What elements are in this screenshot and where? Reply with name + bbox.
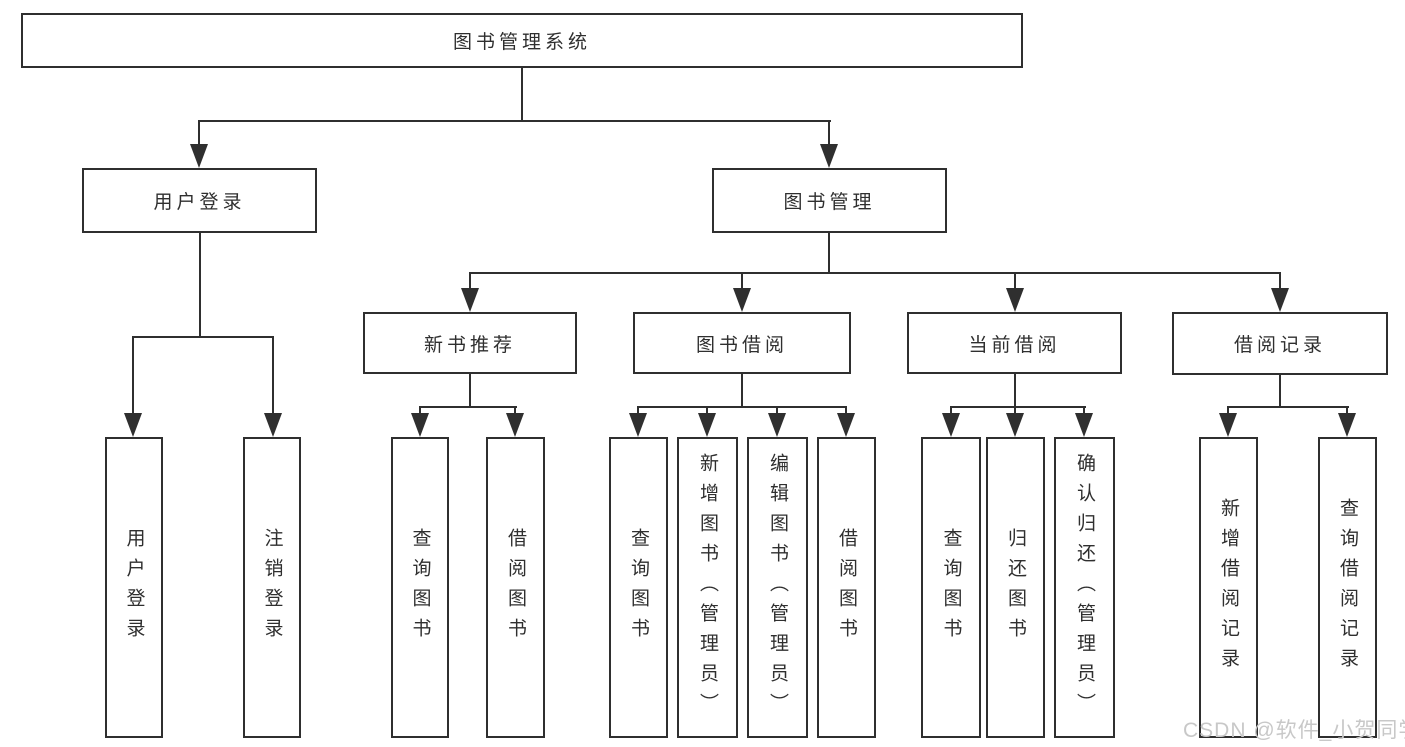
arrow-down-icon [411, 413, 429, 437]
node-book-management: 图书管理 [712, 168, 947, 233]
node-nbr-query-book-label: 查询图书 [409, 527, 431, 648]
node-user-login-label: 用户登录 [153, 192, 246, 213]
connector-line [469, 374, 471, 408]
connector-line [741, 272, 743, 290]
connector-line [198, 120, 831, 122]
connector-line [469, 272, 471, 290]
arrow-down-icon [1338, 413, 1356, 437]
connector-line [1227, 406, 1229, 415]
arrow-down-icon [837, 413, 855, 437]
arrow-down-icon [1075, 413, 1093, 437]
connector-line [419, 406, 421, 415]
arrow-down-icon [1006, 288, 1024, 312]
connector-line [1014, 272, 1016, 290]
node-br-query-record-label: 查询借阅记录 [1337, 497, 1358, 678]
node-nbr-query-book: 查询图书 [391, 437, 449, 738]
node-bb-add-book-admin: 新增图书（管理员） [677, 437, 738, 738]
connector-line [514, 406, 516, 415]
node-br-query-record: 查询借阅记录 [1318, 437, 1377, 738]
node-library-system-label: 图书管理系统 [452, 32, 591, 53]
arrow-down-icon [124, 413, 142, 437]
arrow-down-icon [629, 413, 647, 437]
csdn-watermark: CSDN @软件_小贺同学 [1183, 719, 1405, 742]
node-book-borrowing-label: 图书借阅 [695, 334, 788, 356]
connector-line [1083, 406, 1085, 415]
node-user-login: 用户登录 [82, 168, 317, 233]
connector-line [132, 336, 274, 338]
arrow-down-icon [1219, 413, 1237, 437]
arrow-down-icon [264, 413, 282, 437]
node-leaf-logout-label: 注销登录 [261, 527, 283, 648]
node-current-borrowing: 当前借阅 [907, 312, 1122, 374]
node-bb-borrow-book-label: 借阅图书 [836, 527, 857, 648]
node-library-system: 图书管理系统 [21, 13, 1023, 68]
node-cb-confirm-return-admin: 确认归还（管理员） [1054, 437, 1115, 738]
node-book-management-label: 图书管理 [783, 192, 876, 213]
connector-line [521, 68, 523, 122]
node-bb-edit-book-admin-label: 编辑图书（管理员） [767, 452, 788, 723]
arrow-down-icon [698, 413, 716, 437]
connector-line [828, 120, 830, 146]
node-new-book-recommend: 新书推荐 [363, 312, 577, 374]
node-leaf-user-login-label: 用户登录 [123, 527, 145, 648]
node-cb-return-book: 归还图书 [986, 437, 1045, 738]
arrow-down-icon [1006, 413, 1024, 437]
connector-line [198, 120, 200, 146]
connector-line [741, 374, 743, 408]
connector-line [419, 406, 517, 408]
node-cb-query-book: 查询图书 [921, 437, 981, 738]
node-book-borrowing: 图书借阅 [633, 312, 851, 374]
node-bb-edit-book-admin: 编辑图书（管理员） [747, 437, 808, 738]
node-cb-return-book-label: 归还图书 [1005, 527, 1026, 648]
connector-line [706, 406, 708, 415]
node-new-book-recommend-label: 新书推荐 [423, 334, 516, 356]
arrow-down-icon [1271, 288, 1289, 312]
connector-line [1279, 272, 1281, 290]
arrow-down-icon [942, 413, 960, 437]
node-borrowing-records: 借阅记录 [1172, 312, 1388, 375]
arrow-down-icon [820, 144, 838, 168]
connector-line [950, 406, 952, 415]
node-borrowing-records-label: 借阅记录 [1233, 335, 1326, 356]
arrow-down-icon [461, 288, 479, 312]
arrow-down-icon [506, 413, 524, 437]
node-cb-confirm-return-admin-label: 确认归还（管理员） [1074, 452, 1095, 723]
connector-line [950, 406, 1086, 408]
connector-line [199, 233, 201, 338]
node-cb-query-book-label: 查询图书 [940, 527, 962, 648]
node-bb-borrow-book: 借阅图书 [817, 437, 876, 738]
connector-line [1014, 374, 1016, 408]
connector-line [1014, 406, 1016, 415]
node-nbr-borrow-book: 借阅图书 [486, 437, 545, 738]
connector-line [469, 272, 1281, 274]
connector-line [637, 406, 847, 408]
connector-line [845, 406, 847, 415]
connector-line [1279, 375, 1281, 408]
connector-line [132, 336, 134, 415]
node-br-add-record: 新增借阅记录 [1199, 437, 1258, 738]
connector-line [1227, 406, 1349, 408]
node-nbr-borrow-book-label: 借阅图书 [505, 527, 526, 648]
connector-line [637, 406, 639, 415]
node-br-add-record-label: 新增借阅记录 [1218, 497, 1239, 678]
node-current-borrowing-label: 当前借阅 [968, 334, 1061, 356]
arrow-down-icon [190, 144, 208, 168]
connector-line [1346, 406, 1348, 415]
arrow-down-icon [733, 288, 751, 312]
connector-line [272, 336, 274, 415]
arrow-down-icon [768, 413, 786, 437]
node-bb-add-book-admin-label: 新增图书（管理员） [697, 452, 718, 723]
node-leaf-logout: 注销登录 [243, 437, 301, 738]
node-leaf-user-login: 用户登录 [105, 437, 163, 738]
node-bb-query-book: 查询图书 [609, 437, 668, 738]
connector-line [776, 406, 778, 415]
node-bb-query-book-label: 查询图书 [628, 527, 649, 648]
connector-line [828, 233, 830, 274]
